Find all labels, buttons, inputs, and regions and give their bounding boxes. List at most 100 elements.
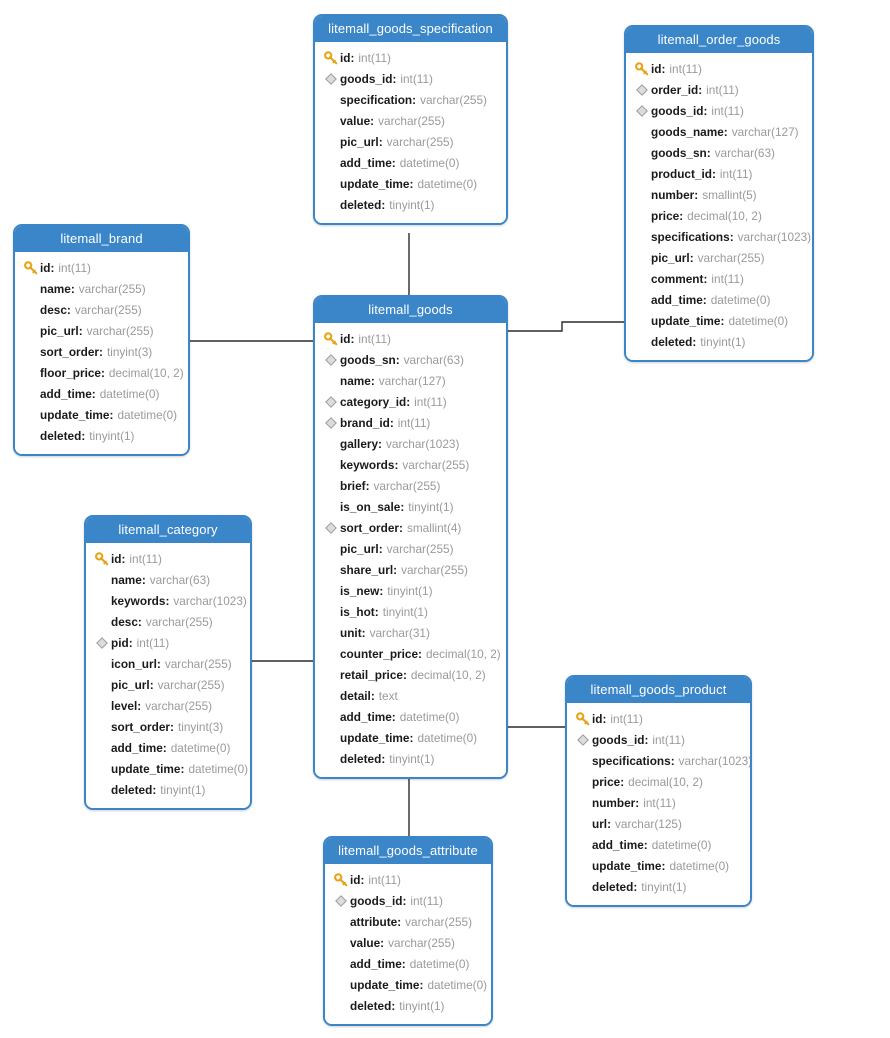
- field-name: desc: [111, 614, 138, 629]
- field-row[interactable]: add_time:datetime(0): [626, 289, 812, 310]
- field-row[interactable]: detail:text: [315, 685, 506, 706]
- field-row[interactable]: goods_id:int(11): [325, 890, 491, 911]
- field-row[interactable]: update_time:datetime(0): [567, 855, 750, 876]
- field-row[interactable]: add_time:datetime(0): [86, 737, 250, 758]
- field-row[interactable]: deleted:tinyint(1): [325, 995, 491, 1016]
- field-type: tinyint(1): [408, 499, 454, 514]
- field-type: varchar(63): [714, 145, 775, 160]
- field-row[interactable]: deleted:tinyint(1): [567, 876, 750, 897]
- field-row[interactable]: is_new:tinyint(1): [315, 580, 506, 601]
- no-key-icon: [332, 997, 349, 1014]
- field-row[interactable]: brief:varchar(255): [315, 475, 506, 496]
- field-row[interactable]: counter_price:decimal(10, 2): [315, 643, 506, 664]
- field-row[interactable]: id:int(11): [15, 257, 188, 278]
- field-row[interactable]: specifications:varchar(1023): [567, 750, 750, 771]
- field-row[interactable]: deleted:tinyint(1): [86, 779, 250, 800]
- field-row[interactable]: update_time:datetime(0): [15, 404, 188, 425]
- field-row[interactable]: goods_id:int(11): [567, 729, 750, 750]
- field-row[interactable]: goods_name:varchar(127): [626, 121, 812, 142]
- field-row[interactable]: comment:int(11): [626, 268, 812, 289]
- field-row[interactable]: specification:varchar(255): [315, 89, 506, 110]
- field-row[interactable]: gallery:varchar(1023): [315, 433, 506, 454]
- field-row[interactable]: price:decimal(10, 2): [626, 205, 812, 226]
- field-row[interactable]: url:varchar(125): [567, 813, 750, 834]
- field-row[interactable]: floor_price:decimal(10, 2): [15, 362, 188, 383]
- field-row[interactable]: is_on_sale:tinyint(1): [315, 496, 506, 517]
- table-title: litemall_goods: [315, 297, 506, 323]
- field-row[interactable]: name:varchar(127): [315, 370, 506, 391]
- field-row[interactable]: price:decimal(10, 2): [567, 771, 750, 792]
- field-row[interactable]: id:int(11): [567, 708, 750, 729]
- field-row[interactable]: update_time:datetime(0): [315, 173, 506, 194]
- field-row[interactable]: number:smallint(5): [626, 184, 812, 205]
- no-key-icon: [332, 955, 349, 972]
- field-row[interactable]: pic_url:varchar(255): [315, 538, 506, 559]
- field-row[interactable]: deleted:tinyint(1): [315, 194, 506, 215]
- field-row[interactable]: order_id:int(11): [626, 79, 812, 100]
- field-row[interactable]: level:varchar(255): [86, 695, 250, 716]
- table-litemall_goods[interactable]: litemall_goods id:int(11)goods_sn:varchar…: [313, 295, 508, 779]
- field-row[interactable]: deleted:tinyint(1): [15, 425, 188, 446]
- field-row[interactable]: sort_order:tinyint(3): [86, 716, 250, 737]
- field-row[interactable]: specifications:varchar(1023): [626, 226, 812, 247]
- field-row[interactable]: deleted:tinyint(1): [315, 748, 506, 769]
- field-separator: :: [729, 229, 734, 244]
- field-row[interactable]: brand_id:int(11): [315, 412, 506, 433]
- field-separator: :: [395, 352, 400, 367]
- field-row[interactable]: goods_sn:varchar(63): [315, 349, 506, 370]
- field-row[interactable]: pic_url:varchar(255): [86, 674, 250, 695]
- field-row[interactable]: id:int(11): [325, 869, 491, 890]
- field-row[interactable]: deleted:tinyint(1): [626, 331, 812, 352]
- field-row[interactable]: update_time:datetime(0): [86, 758, 250, 779]
- field-row[interactable]: sort_order:tinyint(3): [15, 341, 188, 362]
- field-row[interactable]: category_id:int(11): [315, 391, 506, 412]
- field-row[interactable]: product_id:int(11): [626, 163, 812, 184]
- field-row[interactable]: desc:varchar(255): [15, 299, 188, 320]
- field-row[interactable]: goods_sn:varchar(63): [626, 142, 812, 163]
- field-row[interactable]: share_url:varchar(255): [315, 559, 506, 580]
- field-row[interactable]: id:int(11): [315, 47, 506, 68]
- field-row[interactable]: pic_url:varchar(255): [626, 247, 812, 268]
- field-row[interactable]: add_time:datetime(0): [315, 706, 506, 727]
- field-row[interactable]: id:int(11): [626, 58, 812, 79]
- field-row[interactable]: pid:int(11): [86, 632, 250, 653]
- field-row[interactable]: add_time:datetime(0): [325, 953, 491, 974]
- field-row[interactable]: goods_id:int(11): [626, 100, 812, 121]
- field-row[interactable]: update_time:datetime(0): [325, 974, 491, 995]
- field-row[interactable]: goods_id:int(11): [315, 68, 506, 89]
- field-row[interactable]: keywords:varchar(255): [315, 454, 506, 475]
- field-row[interactable]: add_time:datetime(0): [315, 152, 506, 173]
- field-row[interactable]: id:int(11): [86, 548, 250, 569]
- field-row[interactable]: value:varchar(255): [315, 110, 506, 131]
- field-type: varchar(255): [386, 134, 454, 149]
- field-row[interactable]: is_hot:tinyint(1): [315, 601, 506, 622]
- field-row[interactable]: value:varchar(255): [325, 932, 491, 953]
- field-row[interactable]: add_time:datetime(0): [15, 383, 188, 404]
- field-row[interactable]: pic_url:varchar(255): [15, 320, 188, 341]
- field-row[interactable]: sort_order:smallint(4): [315, 517, 506, 538]
- field-row[interactable]: pic_url:varchar(255): [315, 131, 506, 152]
- field-separator: :: [406, 394, 411, 409]
- field-row[interactable]: retail_price:decimal(10, 2): [315, 664, 506, 685]
- field-row[interactable]: icon_url:varchar(255): [86, 653, 250, 674]
- field-row[interactable]: update_time:datetime(0): [315, 727, 506, 748]
- field-row[interactable]: add_time:datetime(0): [567, 834, 750, 855]
- no-key-icon: [322, 175, 339, 192]
- field-row[interactable]: keywords:varchar(1023): [86, 590, 250, 611]
- field-row[interactable]: id:int(11): [315, 328, 506, 349]
- field-row[interactable]: unit:varchar(31): [315, 622, 506, 643]
- field-row[interactable]: number:int(11): [567, 792, 750, 813]
- field-row[interactable]: name:varchar(255): [15, 278, 188, 299]
- field-name: id: [111, 551, 122, 566]
- field-row[interactable]: name:varchar(63): [86, 569, 250, 590]
- field-separator: :: [694, 187, 699, 202]
- field-row[interactable]: attribute:varchar(255): [325, 911, 491, 932]
- field-row[interactable]: desc:varchar(255): [86, 611, 250, 632]
- field-row[interactable]: update_time:datetime(0): [626, 310, 812, 331]
